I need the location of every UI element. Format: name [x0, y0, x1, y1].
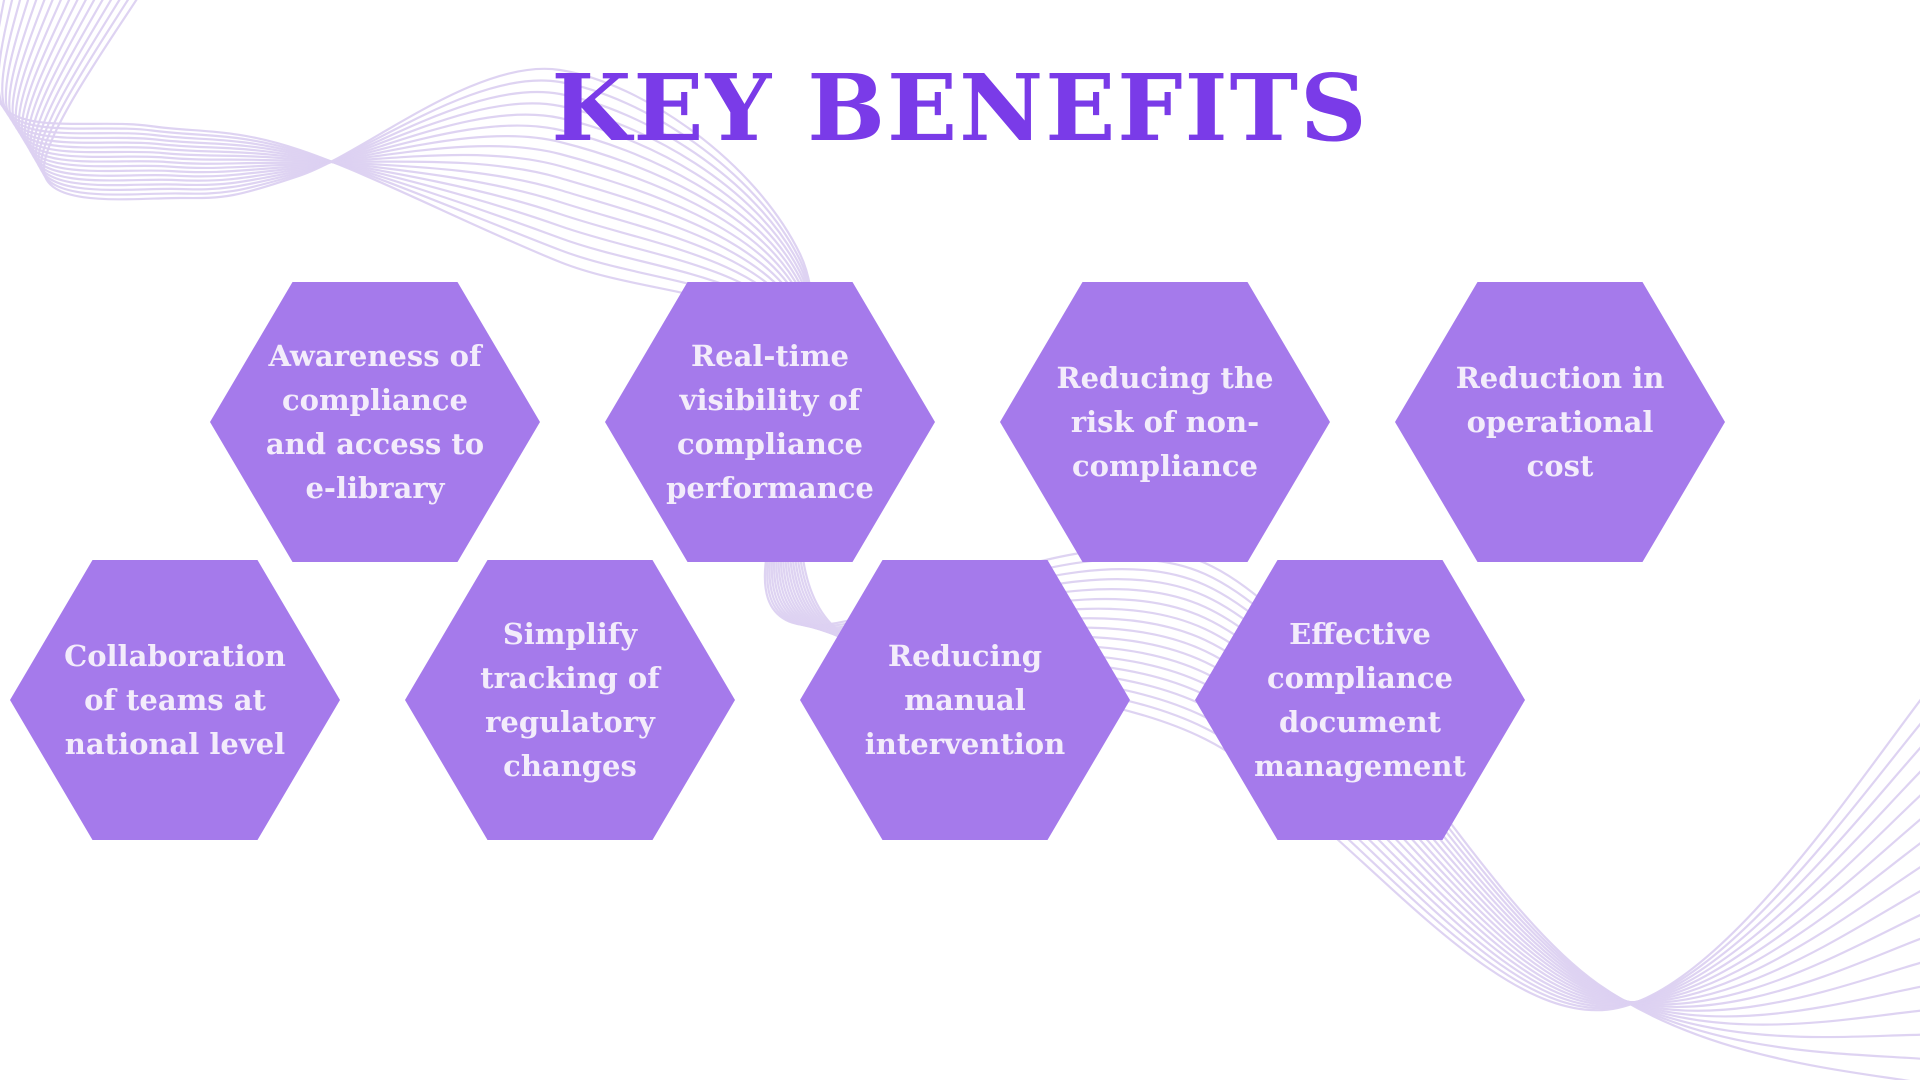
hexagon-label: Reduction in operational cost — [1455, 361, 1665, 483]
hexagon-simplify-tracking: Simplify tracking of regulatory changes — [405, 560, 735, 840]
hexagon-realtime-visibility: Real-time visibility of compliance perfo… — [605, 282, 935, 562]
slide-title: KEY BENEFITS — [551, 54, 1369, 162]
hexagon-label: Simplify tracking of regulatory changes — [480, 617, 660, 783]
hexagon-reduction-cost: Reduction in operational cost — [1395, 282, 1725, 562]
hexagon-label: Awareness of compliance and access to e-… — [265, 339, 485, 505]
hexagon-effective-document: Effective compliance document management — [1195, 560, 1525, 840]
hexagon-label: Collaboration of teams at national level — [64, 639, 286, 761]
hexagon-reducing-manual: Reducing manual intervention — [800, 560, 1130, 840]
hexagon-reducing-risk: Reducing the risk of non- compliance — [1000, 282, 1330, 562]
hexagon-label: Reducing the risk of non- compliance — [1056, 361, 1274, 483]
hexagon-awareness-compliance: Awareness of compliance and access to e-… — [210, 282, 540, 562]
hexagon-label: Real-time visibility of compliance perfo… — [666, 339, 874, 505]
hexagon-label: Effective compliance document management — [1254, 617, 1466, 783]
hexagon-label: Reducing manual intervention — [864, 639, 1066, 761]
hexagon-collaboration-teams: Collaboration of teams at national level — [10, 560, 340, 840]
